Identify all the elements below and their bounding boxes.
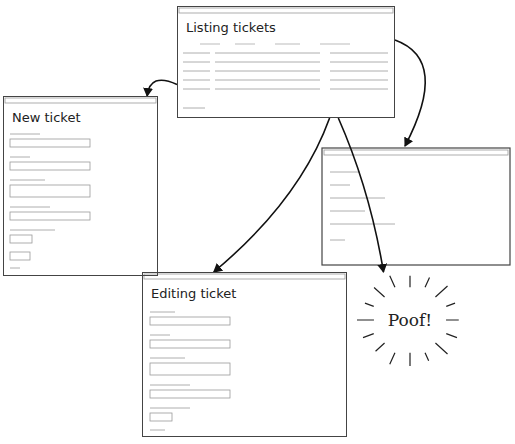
flow-arrow [338, 118, 383, 272]
poof-burst: Poof! [357, 272, 463, 368]
poof-text: Poof! [388, 310, 432, 330]
screen-title: Listing tickets [184, 20, 278, 35]
new-screen: New ticket [3, 96, 158, 276]
screen-title: New ticket [10, 110, 83, 125]
flow-arrow [214, 118, 330, 272]
edit-screen: Editing ticket [142, 272, 347, 437]
screen-title: Editing ticket [149, 286, 238, 301]
listing-screen: Listing tickets [177, 6, 395, 118]
flow-arrow [147, 80, 177, 96]
